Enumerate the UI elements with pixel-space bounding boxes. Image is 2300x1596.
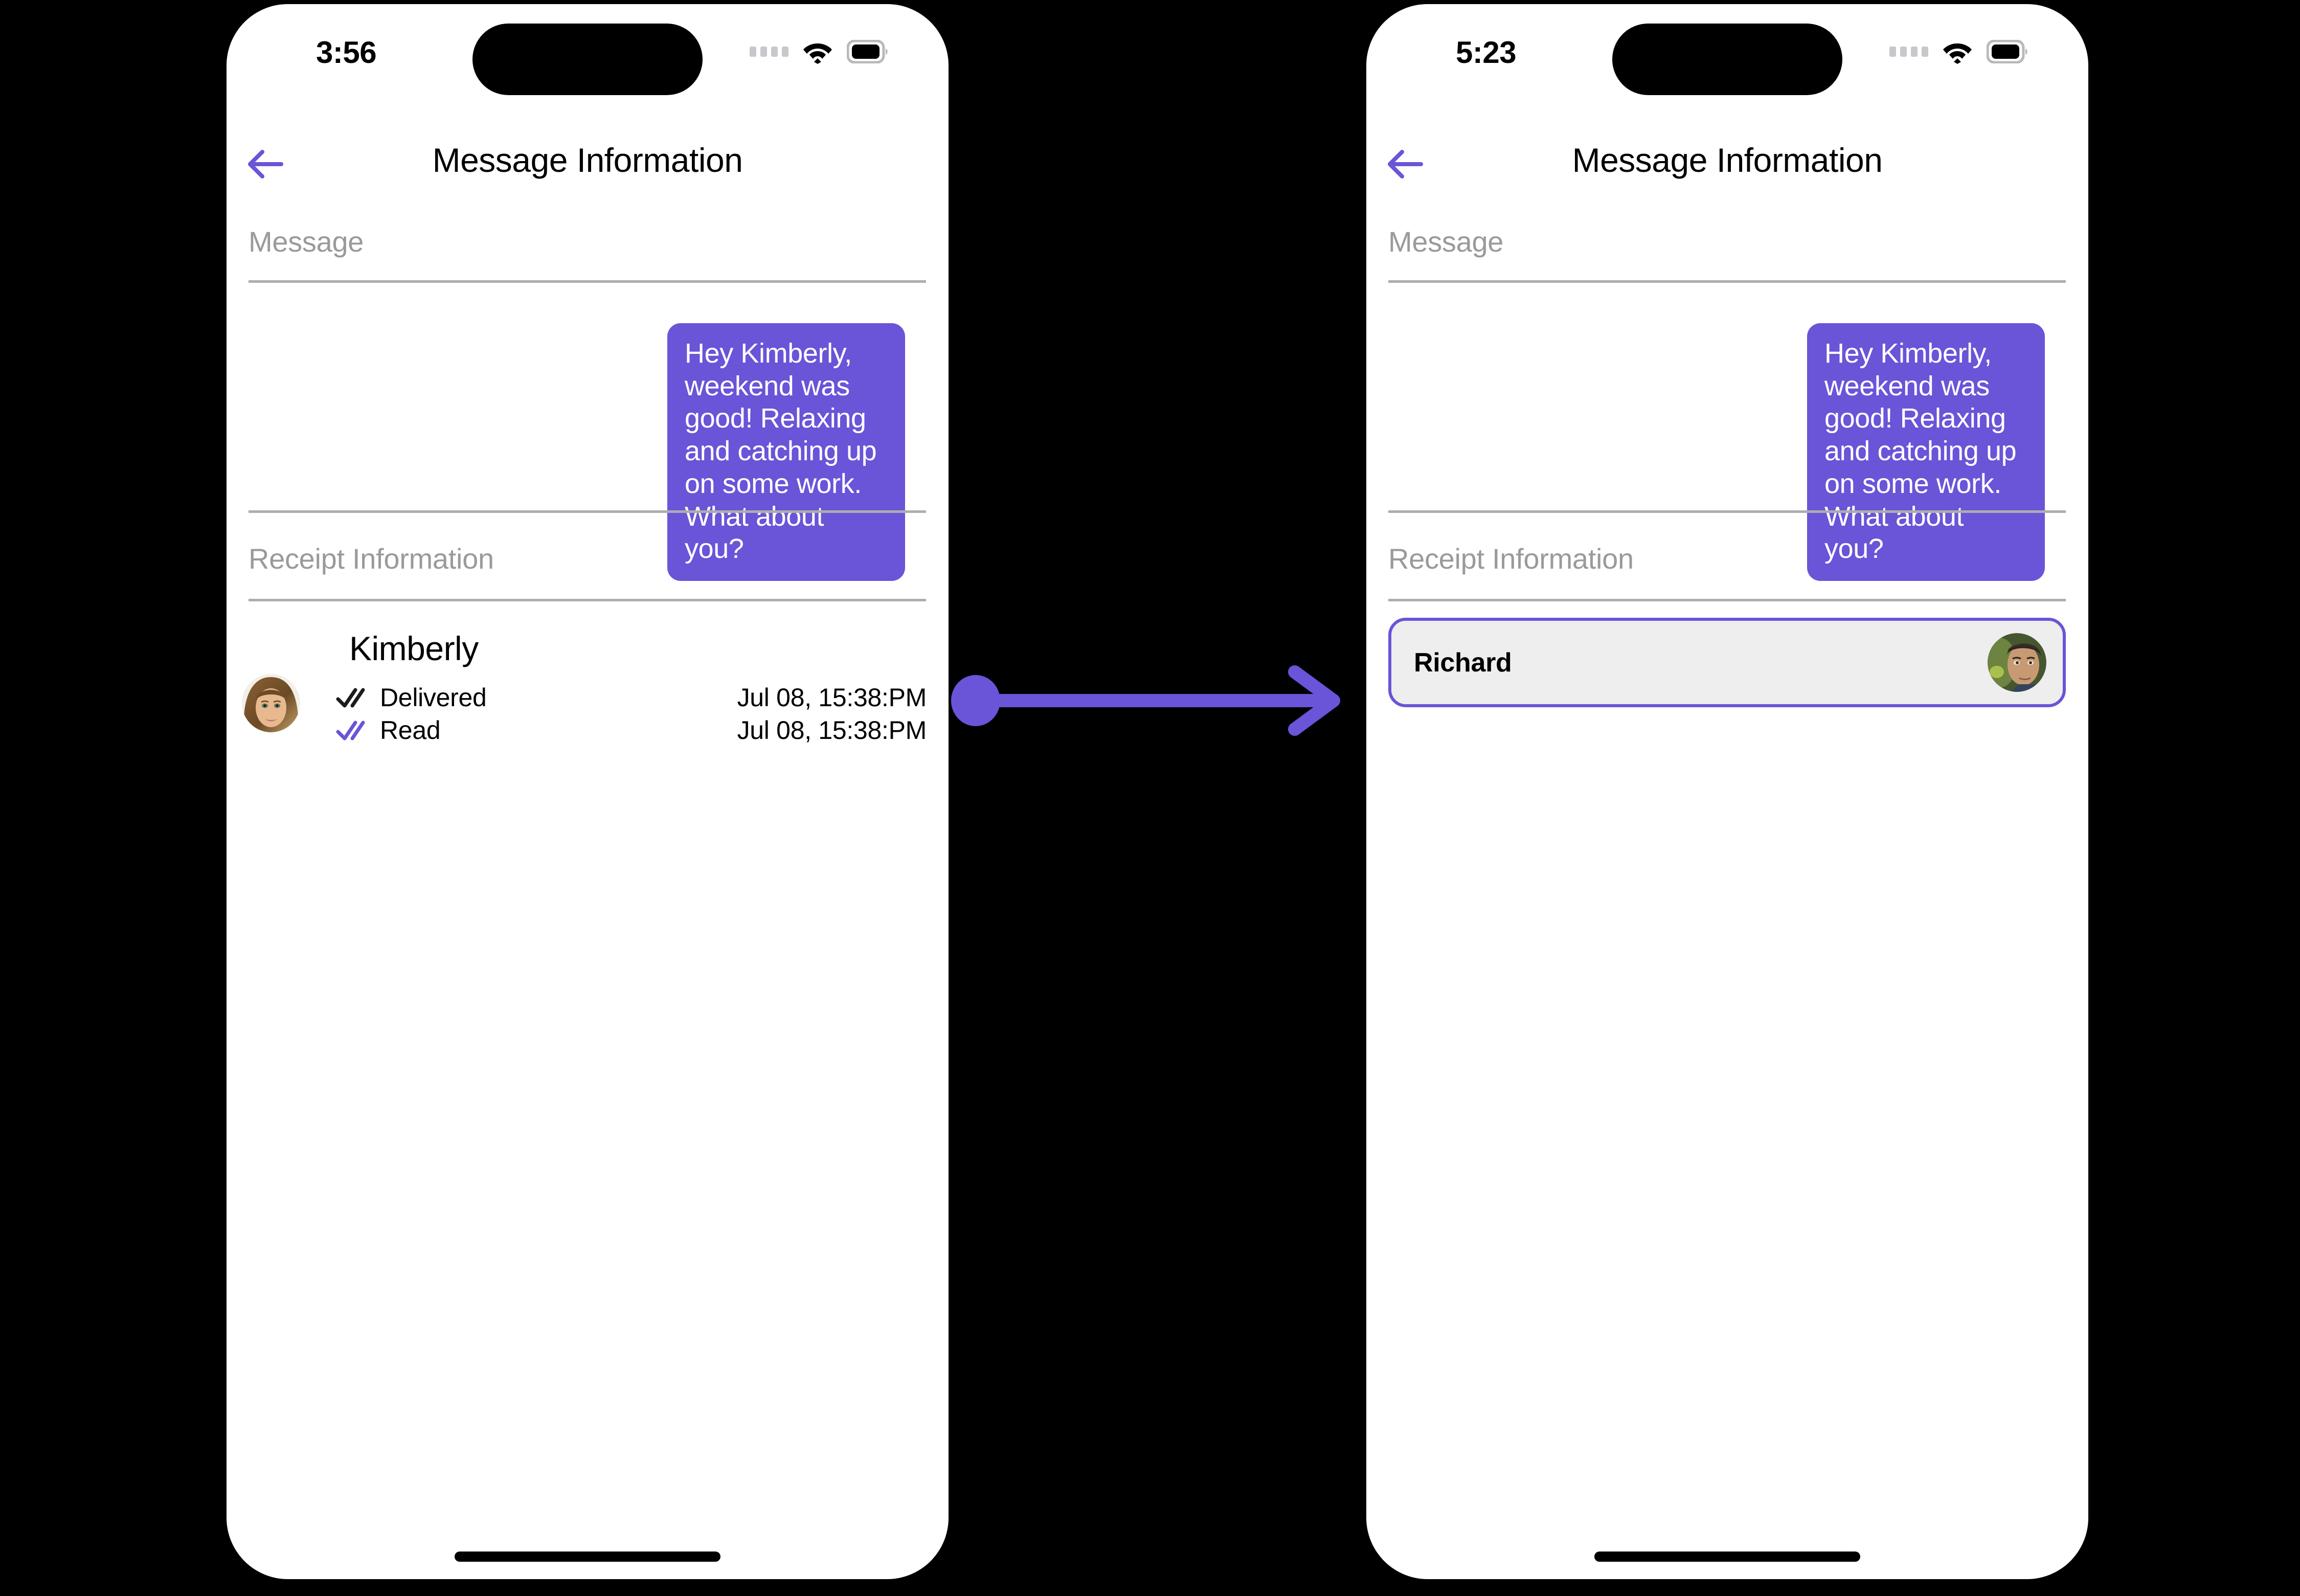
back-arrow-icon[interactable] [1385, 146, 1425, 183]
battery-icon [1987, 40, 2027, 63]
page-title: Message Information [432, 141, 743, 179]
section-label-message: Message [249, 226, 364, 258]
phone-right: 5:23 Message Information [1366, 4, 2088, 1579]
status-icons [750, 34, 890, 70]
dynamic-island [1612, 24, 1842, 95]
status-time: 5:23 [1456, 35, 1517, 70]
home-indicator[interactable] [1594, 1552, 1860, 1562]
divider-message-top [249, 280, 926, 283]
double-check-icon [336, 721, 365, 740]
double-check-icon [336, 688, 365, 708]
dynamic-island [472, 24, 703, 95]
status-icons [1889, 34, 2030, 70]
receipt-row-read: Read Jul 08, 15:38:PM [336, 710, 927, 751]
signal-dots-icon [1889, 47, 1928, 57]
divider-message-bottom [249, 510, 926, 513]
section-label-receipt: Receipt Information [1388, 543, 1634, 575]
receipt-contact-name: Kimberly [349, 630, 479, 667]
nav-header: Message Information [1366, 134, 2088, 196]
receipt-status-label: Read [380, 716, 441, 745]
page-title: Message Information [1572, 141, 1883, 179]
receipt-row-delivered: Delivered Jul 08, 15:38:PM [336, 677, 927, 718]
signal-dots-icon [750, 47, 788, 57]
avatar-kimberly [242, 674, 300, 732]
wifi-icon [803, 43, 832, 64]
home-indicator[interactable] [455, 1552, 720, 1562]
contact-card-richard[interactable]: Richard [1388, 618, 2066, 707]
receipt-timestamp: Jul 08, 15:38:PM [737, 716, 927, 745]
divider-message-top [1388, 280, 2066, 283]
avatar-richard [1988, 633, 2046, 692]
message-bubble: Hey Kimberly, weekend was good! Relaxing… [1807, 323, 2045, 581]
receipt-status-label: Delivered [380, 683, 487, 712]
status-bar: 3:56 [227, 4, 949, 95]
receipt-timestamp: Jul 08, 15:38:PM [737, 683, 927, 712]
nav-header: Message Information [227, 134, 949, 196]
status-time: 3:56 [316, 35, 377, 70]
section-label-message: Message [1388, 226, 1504, 258]
divider-message-bottom [1388, 510, 2066, 513]
arrow-right-icon [951, 665, 1340, 736]
divider-receipt [1388, 599, 2066, 601]
message-bubble: Hey Kimberly, weekend was good! Relaxing… [667, 323, 905, 581]
contact-name: Richard [1414, 647, 1512, 678]
back-arrow-icon[interactable] [245, 146, 285, 183]
divider-receipt [249, 599, 926, 601]
section-label-receipt: Receipt Information [249, 543, 494, 575]
status-bar: 5:23 [1366, 4, 2088, 95]
phone-left: 3:56 Message Information [227, 4, 949, 1579]
wifi-icon [1943, 43, 1972, 64]
battery-icon [847, 40, 888, 63]
